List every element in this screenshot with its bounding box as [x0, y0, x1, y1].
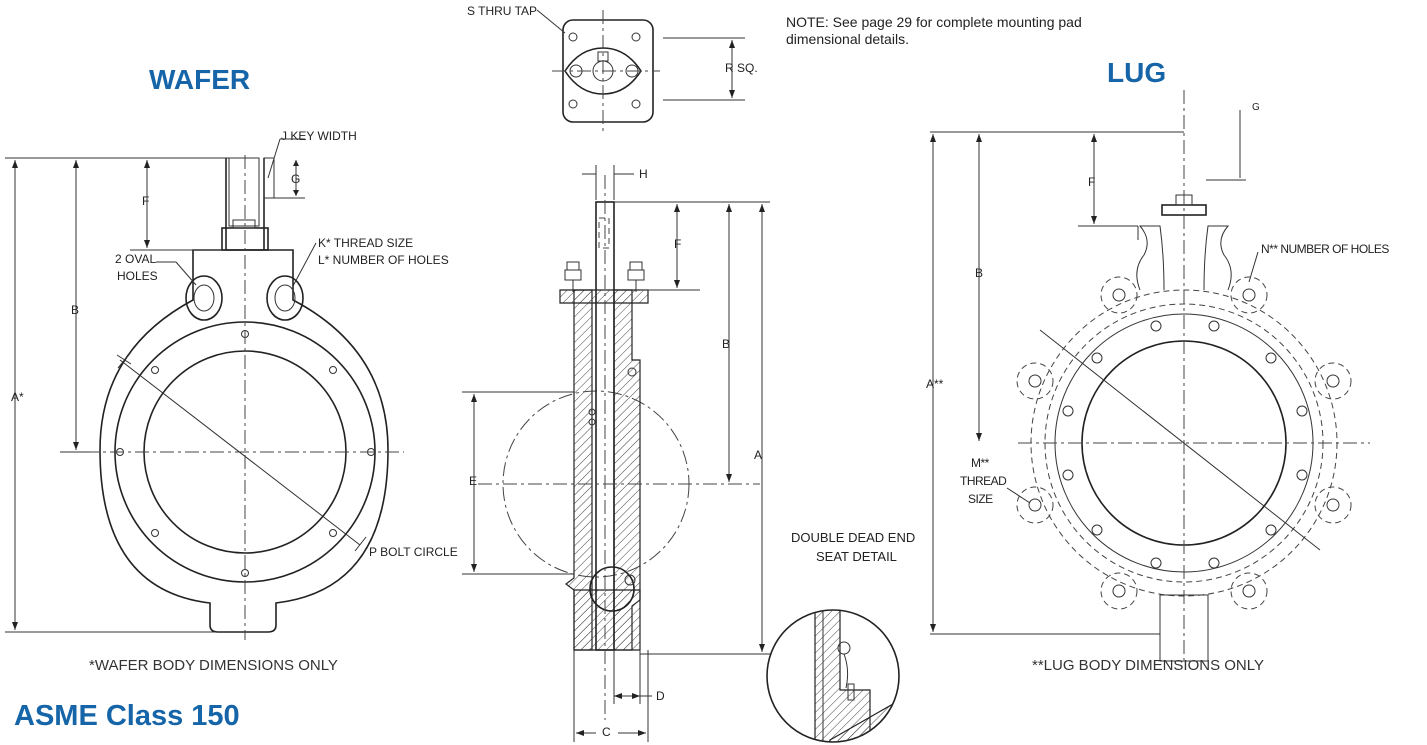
- side-b-label: B: [722, 337, 731, 351]
- lug-heading: LUG: [1107, 57, 1167, 88]
- r-sq-label: R SQ.: [725, 61, 758, 75]
- lug-a-label: A**: [926, 377, 944, 391]
- wafer-a-label: A*: [11, 390, 24, 404]
- side-f-label: F: [674, 237, 682, 251]
- lug-g-label: G: [1252, 102, 1260, 113]
- seat-detail-label-2: SEAT DETAIL: [816, 549, 897, 564]
- side-section-view: [462, 165, 770, 742]
- k-thread-size-label: K* THREAD SIZE: [318, 236, 414, 250]
- side-h-label: H: [639, 167, 648, 181]
- wafer-f-label: F: [142, 194, 150, 208]
- side-c-label: C: [602, 725, 611, 739]
- wafer-heading: WAFER: [149, 64, 251, 95]
- seat-detail-view: [766, 609, 900, 743]
- asme-class-heading: ASME Class 150: [14, 700, 240, 732]
- lug-f-label: F: [1088, 175, 1096, 189]
- oval-holes-label-2: HOLES: [117, 269, 158, 283]
- side-e-label: E: [469, 474, 478, 488]
- p-bolt-circle-label: P BOLT CIRCLE: [369, 545, 458, 559]
- seat-detail-label-1: DOUBLE DEAD END: [791, 530, 916, 545]
- m-thread-label-2: THREAD: [960, 474, 1007, 488]
- mounting-pad-note: NOTE: See page 29 for complete mounting …: [786, 14, 1082, 47]
- wafer-caption: *WAFER BODY DIMENSIONS ONLY: [89, 657, 338, 674]
- n-number-of-holes-label: N** NUMBER OF HOLES: [1261, 242, 1389, 256]
- m-thread-label-3: SIZE: [968, 492, 993, 506]
- side-d-label: D: [656, 689, 665, 703]
- m-thread-label-1: M**: [971, 456, 989, 470]
- mounting-pad-view: [536, 9, 745, 132]
- oval-holes-label-1: 2 OVAL: [115, 252, 157, 266]
- s-thru-tap-label: S THRU TAP: [467, 4, 538, 18]
- lug-front-view: [930, 90, 1370, 662]
- wafer-front-view: [5, 138, 404, 640]
- side-a-label: A: [754, 448, 763, 462]
- l-number-of-holes-label: L* NUMBER OF HOLES: [318, 253, 449, 267]
- wafer-b-label: B: [71, 303, 80, 317]
